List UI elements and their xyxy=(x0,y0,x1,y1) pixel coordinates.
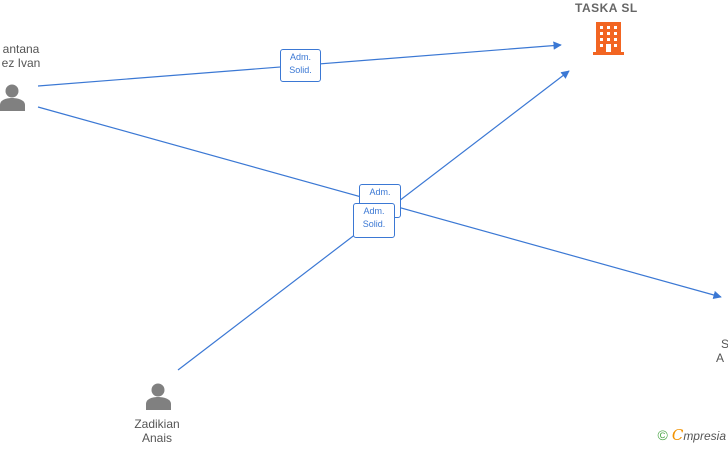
edge-label-line2: Solid. xyxy=(289,65,312,75)
person-right-line2: A xyxy=(716,351,725,365)
person-top-left-label[interactable]: antana ez Ivan xyxy=(0,42,50,70)
edge-label-line1: Adm. xyxy=(363,206,385,216)
edge-label-top[interactable]: Adm. Solid. xyxy=(280,49,321,82)
person-right-line1: S xyxy=(721,337,728,351)
person-right-label[interactable]: S A xyxy=(716,337,728,365)
company-name[interactable]: TASKA SL xyxy=(575,1,638,15)
edge-label-line1: Adm. xyxy=(369,187,391,197)
copyright-symbol: © xyxy=(657,427,668,443)
building-icon xyxy=(593,22,624,55)
person-top-left-line1: antana xyxy=(2,42,40,56)
brand-initial: C xyxy=(671,426,684,444)
person-bottom-line1: Zadikian xyxy=(134,417,180,431)
person-top-left-line2: ez Ivan xyxy=(1,56,41,70)
person-icon xyxy=(0,84,25,111)
edge-label-middle-front[interactable]: Adm. Solid. xyxy=(353,203,395,238)
edge-label-line2: Solid. xyxy=(362,219,386,229)
person-icon xyxy=(146,383,171,410)
edge-label-line1: Adm. xyxy=(289,52,311,62)
brand-logo: © Cmpresia xyxy=(658,426,727,444)
brand-name: mpresia xyxy=(683,429,726,443)
person-bottom-label[interactable]: Zadikian Anais xyxy=(127,417,187,445)
person-bottom-line2: Anais xyxy=(141,431,173,445)
